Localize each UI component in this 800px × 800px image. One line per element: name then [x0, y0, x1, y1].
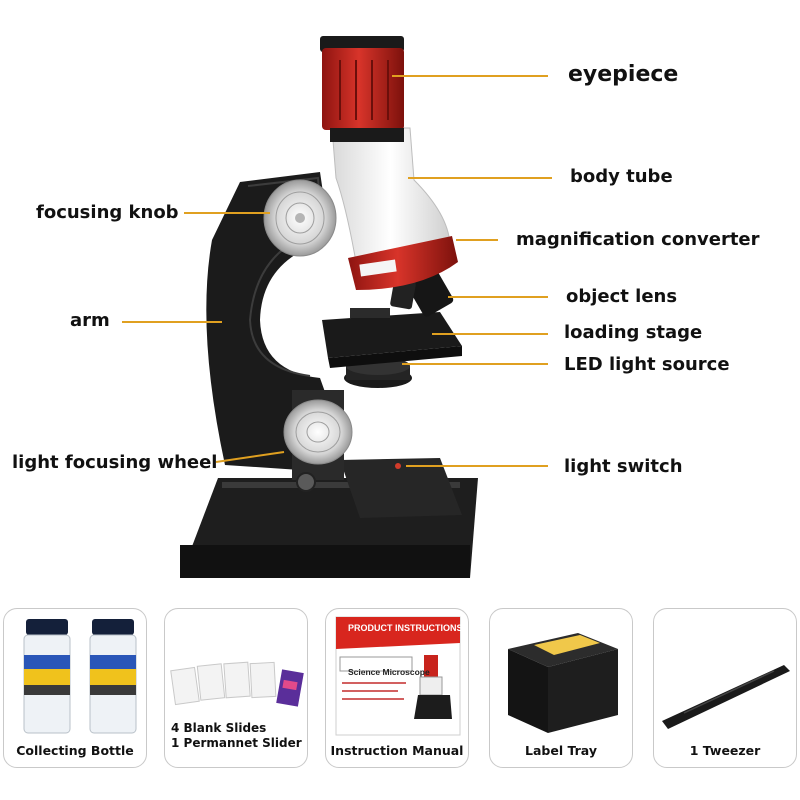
caption-blank-slides: 4 Blank Slides — [171, 721, 267, 735]
manual-cover-title: PRODUCT INSTRUCTIONS — [348, 623, 463, 633]
loading-stage — [322, 308, 462, 368]
caption-collecting-bottle: Collecting Bottle — [16, 743, 134, 758]
caption-permanent-slider: 1 Permannet Slider — [171, 736, 302, 750]
light-focusing-wheel — [283, 399, 353, 465]
bottle-left — [23, 619, 71, 734]
manual-cover-subtitle: Science Microscope — [348, 667, 430, 677]
label-light-focusing-wheel: light focusing wheel — [12, 452, 218, 473]
tweezer-image — [662, 665, 790, 729]
magnification-converter — [348, 236, 458, 290]
label-arm: arm — [70, 310, 110, 331]
label-led-light-source: LED light source — [564, 354, 730, 375]
label-loading-stage: loading stage — [564, 322, 703, 343]
eyepiece — [320, 36, 404, 142]
label-focusing-knob: focusing knob — [36, 202, 179, 223]
accessory-collecting-bottle: Collecting Bottle — [3, 608, 147, 768]
caption-tweezer: 1 Tweezer — [689, 743, 761, 758]
instruction-manual-image — [335, 616, 461, 736]
microscope-diagram — [122, 36, 552, 578]
light-switch-housing — [340, 458, 462, 518]
caption-label-tray: Label Tray — [525, 743, 597, 758]
accessory-instruction-manual: PRODUCT INSTRUCTIONS Science Microscope … — [325, 608, 469, 768]
caption-instruction-manual: Instruction Manual — [330, 743, 464, 758]
leader-lines — [122, 75, 552, 467]
label-tray-image — [508, 633, 618, 733]
caption-slides: 4 Blank Slides 1 Permannet Slider — [171, 721, 307, 751]
manual-microscope-icon — [414, 655, 452, 719]
slides-image — [170, 661, 304, 707]
label-body-tube: body tube — [570, 166, 673, 187]
label-magnification-converter: magnification converter — [516, 229, 760, 250]
label-eyepiece: eyepiece — [568, 62, 679, 87]
collecting-bottles-image — [23, 619, 137, 734]
bottle-right — [89, 619, 137, 734]
label-light-switch: light switch — [564, 456, 683, 477]
accessory-tweezer: 1 Tweezer — [653, 608, 797, 768]
label-object-lens: object lens — [566, 286, 678, 307]
accessory-label-tray: Label Tray — [489, 608, 633, 768]
accessory-slides: 4 Blank Slides 1 Permannet Slider — [164, 608, 308, 768]
focusing-knob — [263, 179, 337, 257]
